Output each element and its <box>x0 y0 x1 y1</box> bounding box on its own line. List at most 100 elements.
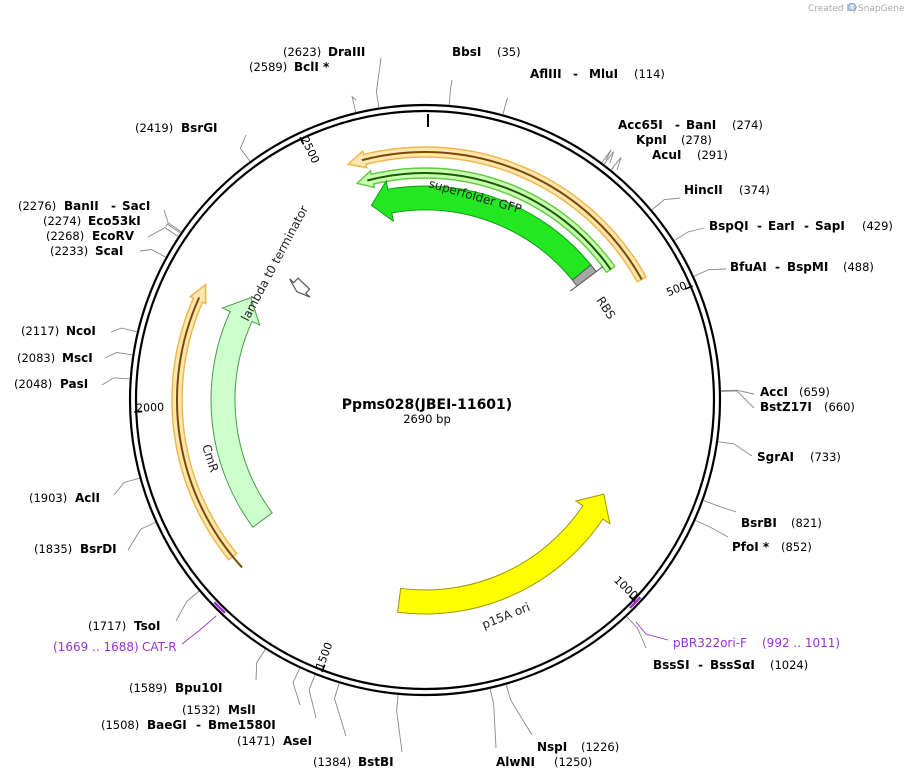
enzyme-msci[interactable]: (2083) MscI <box>17 351 93 365</box>
enzyme-name: AccI <box>760 385 788 399</box>
enzyme-name: BspQI <box>709 219 749 233</box>
enzyme-sep: - <box>775 260 780 274</box>
enzyme-pos: (35) <box>497 45 521 59</box>
enzyme-leader-line <box>610 157 622 171</box>
enzyme-pos: (114) <box>634 67 665 81</box>
enzyme-afliii-mlui[interactable]: AflIII - MluI (114) <box>530 67 665 81</box>
enzyme-leader-line <box>396 694 403 753</box>
enzyme-draiii[interactable]: (2623) DraIII <box>283 45 365 59</box>
enzyme-name: AcuI <box>652 148 681 162</box>
enzyme-sep: - <box>573 67 578 81</box>
enzyme-msli[interactable]: (1532) MslI <box>182 703 256 717</box>
enzyme-name: AseI <box>283 734 312 748</box>
enzyme-bsssi-bsssai[interactable]: BssSI - BssSαI (1024) <box>653 658 808 672</box>
enzyme-leader-line <box>239 134 251 162</box>
enzyme-name: BstZ17I <box>760 400 812 414</box>
enzyme-scai[interactable]: (2233) ScaI <box>50 244 123 258</box>
enzyme-kpni[interactable]: KpnI (278) <box>636 133 712 147</box>
enzyme-leader-line <box>720 389 755 395</box>
tick-label: 500 <box>664 279 688 299</box>
plasmid-name: Ppms028(JBEI-11601) <box>342 397 512 413</box>
enzyme-pos: (1717) <box>88 619 126 633</box>
enzyme-ncoi[interactable]: (2117) NcoI <box>21 324 96 338</box>
enzyme-pos: (2268) <box>46 229 84 243</box>
enzyme-name: NspI <box>537 740 567 754</box>
enzyme-bsrdi[interactable]: (1835) BsrDI <box>34 542 117 556</box>
enzyme-acc65i-bani[interactable]: Acc65I - BanI (274) <box>618 118 763 132</box>
enzyme-bcli[interactable]: (2589) BclI * <box>249 60 330 74</box>
enzyme-leader-line <box>720 390 755 409</box>
enzyme-pos: (274) <box>732 118 763 132</box>
enzyme-leader-line <box>502 97 509 115</box>
enzyme-name: BclI * <box>294 60 330 74</box>
primer-leader-line <box>635 621 669 641</box>
enzyme-pos: (1384) <box>313 755 351 769</box>
enzyme-asei[interactable]: (1471) AseI <box>237 734 312 748</box>
enzyme-eco53ki[interactable]: (2274) Eco53kI <box>43 214 141 228</box>
enzyme-baegi-bme1580i[interactable]: (1508) BaeGI - Bme1580I <box>101 718 276 732</box>
enzyme-pos: (2589) <box>249 60 287 74</box>
enzyme-bbsi[interactable]: BbsI (35) <box>452 45 521 59</box>
enzyme-acci[interactable]: AccI (659) <box>760 385 830 399</box>
enzyme-alwni[interactable]: AlwNI (1250) <box>496 755 592 769</box>
tick-label: 1500 <box>313 641 335 672</box>
enzyme-name: HincII <box>684 183 723 197</box>
enzyme-leader-line <box>165 223 181 234</box>
tick-label: 2500 <box>298 135 322 166</box>
tick-mark <box>299 136 305 145</box>
enzyme-bstz17i[interactable]: BstZ17I (660) <box>760 400 855 414</box>
enzyme-pos: (660) <box>824 400 855 414</box>
enzyme-bpu10i[interactable]: (1589) Bpu10I <box>129 681 222 695</box>
enzyme-hincii[interactable]: HincII (374) <box>684 183 770 197</box>
tick-label: 2000 <box>136 401 164 415</box>
primer-name: CAT-R <box>142 640 177 654</box>
enzyme-leader-line <box>163 209 182 233</box>
enzyme-pos: (1226) <box>581 740 619 754</box>
enzyme-name: AflIII <box>530 67 562 81</box>
enzyme-pos: (278) <box>681 133 712 147</box>
enzyme-name: MluI <box>589 67 618 81</box>
enzyme-pos: (1532) <box>182 703 220 717</box>
enzyme-name: BanII <box>64 199 99 213</box>
enzyme-bspqi-eari-sapi[interactable]: BspQI - EarI - SapI (429) <box>709 219 893 233</box>
enzyme-bsrgi[interactable]: (2419) BsrGI <box>135 121 218 135</box>
enzyme-bfuai-bspmi[interactable]: BfuAI - BspMI (488) <box>730 260 874 274</box>
tick-mark <box>628 595 636 603</box>
enzyme-pfoi[interactable]: PfoI * (852) <box>732 540 812 554</box>
enzyme-leader-line <box>110 327 138 333</box>
cmr-outer-line <box>176 297 243 569</box>
enzyme-name: BbsI <box>452 45 481 59</box>
feature-label-terminator: lambda t0 terminator <box>238 203 311 323</box>
enzyme-name: SapI <box>815 219 845 233</box>
enzyme-acui[interactable]: AcuI (291) <box>652 148 728 162</box>
enzyme-pos: (2274) <box>43 214 81 228</box>
cmr-outer-track <box>171 282 238 561</box>
enzyme-tsoi[interactable]: (1717) TsoI <box>88 619 160 633</box>
enzyme-pos: (488) <box>843 260 874 274</box>
feature-label-rbs: RBS <box>593 294 618 322</box>
enzyme-name: NcoI <box>66 324 96 338</box>
enzyme-bstbi[interactable]: (1384) BstBI <box>313 755 394 769</box>
enzyme-leader-line <box>626 616 647 649</box>
enzyme-pasi[interactable]: (2048) PasI <box>14 377 88 391</box>
credit-brand: SnapGene <box>858 4 905 14</box>
enzyme-pos: (1508) <box>101 718 139 732</box>
enzyme-bsrbi[interactable]: BsrBI (821) <box>741 516 822 530</box>
enzyme-leader-line <box>334 683 347 737</box>
enzyme-name: Bme1580I <box>208 718 276 732</box>
enzyme-nspi[interactable]: NspI (1226) <box>537 740 619 754</box>
enzyme-name: BsrDI <box>80 542 117 556</box>
enzyme-sep: - <box>196 718 201 732</box>
enzyme-ecorv[interactable]: (2268) EcoRV <box>46 229 135 243</box>
enzyme-banii-saci[interactable]: (2276) BanII - SacI <box>18 199 150 213</box>
enzyme-sgrai[interactable]: SgrAI (733) <box>757 450 841 464</box>
enzyme-pos: (1835) <box>34 542 72 556</box>
enzyme-name: TsoI <box>134 619 160 633</box>
enzyme-leader-line <box>308 674 317 719</box>
enzyme-pos: (1024) <box>770 658 808 672</box>
primer-name: pBR322ori-F <box>673 636 747 650</box>
enzyme-name: ScaI <box>95 244 123 258</box>
primer-range: (992 .. 1011) <box>762 636 840 650</box>
enzyme-acli[interactable]: (1903) AclI <box>29 491 100 505</box>
